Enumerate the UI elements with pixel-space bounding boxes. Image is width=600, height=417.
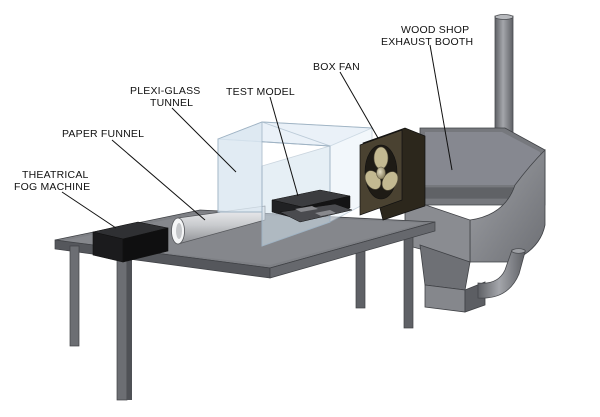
label-box-fan: BOX FAN: [313, 61, 360, 73]
svg-text:PLEXI-GLASS: PLEXI-GLASS: [130, 85, 200, 97]
svg-text:BOX FAN: BOX FAN: [313, 61, 360, 73]
box-fan: [360, 128, 425, 220]
label-exhaust-booth: WOOD SHOP EXHAUST BOOTH: [381, 24, 473, 48]
label-plexi-tunnel: PLEXI-GLASS TUNNEL: [130, 85, 200, 109]
svg-text:TUNNEL: TUNNEL: [150, 97, 193, 109]
svg-text:EXHAUST BOOTH: EXHAUST BOOTH: [381, 36, 473, 48]
svg-text:FOG MACHINE: FOG MACHINE: [14, 181, 90, 193]
exhaust-booth: [405, 128, 545, 312]
svg-text:TEST MODEL: TEST MODEL: [226, 86, 295, 98]
label-fog-machine: THEATRICAL FOG MACHINE: [14, 169, 90, 193]
exhaust-stack: [495, 15, 513, 147]
svg-text:WOOD SHOP: WOOD SHOP: [401, 24, 469, 36]
label-paper-funnel: PAPER FUNNEL: [62, 128, 144, 140]
svg-text:PAPER FUNNEL: PAPER FUNNEL: [62, 128, 144, 140]
label-test-model: TEST MODEL: [226, 86, 295, 98]
svg-text:THEATRICAL: THEATRICAL: [22, 169, 89, 181]
leader-fog-machine: [62, 192, 116, 228]
leader-paper-funnel: [112, 140, 205, 220]
